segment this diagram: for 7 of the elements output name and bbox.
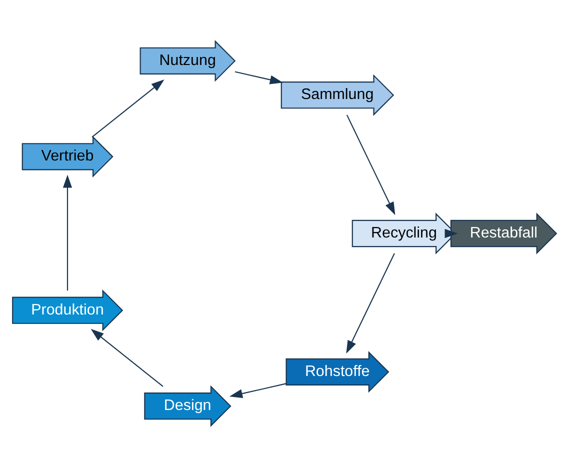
arrow <box>346 114 396 215</box>
arrow <box>346 252 395 354</box>
arrow <box>62 174 72 290</box>
arrow <box>234 70 283 84</box>
arrow <box>92 78 164 137</box>
arrow <box>90 328 164 386</box>
arrow <box>229 382 286 398</box>
